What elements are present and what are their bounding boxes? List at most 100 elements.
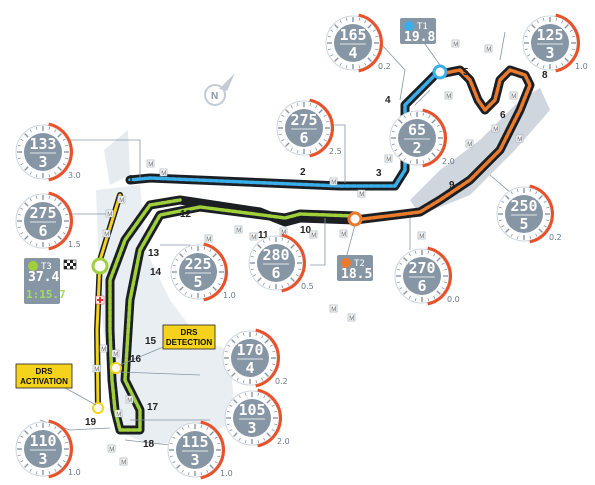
svg-text:M: M — [148, 162, 153, 168]
sector-value: 37.4 — [28, 270, 59, 285]
svg-text:M: M — [206, 237, 211, 243]
sector-3-icon — [28, 261, 38, 271]
gauge-gear: 6 — [271, 264, 280, 282]
sector-2-icon — [341, 258, 351, 268]
turn-number: 15 — [145, 336, 157, 347]
drs-activation-line1: DRS — [36, 367, 54, 376]
sector-3-path — [108, 198, 357, 432]
turn-number: 12 — [180, 209, 192, 220]
svg-text:M: M — [161, 171, 166, 177]
svg-text:M: M — [113, 352, 118, 358]
gauge-g-arc — [48, 122, 73, 182]
marshal-post-icon: M — [114, 409, 123, 418]
turn-number: 13 — [148, 248, 160, 259]
turn-number: 14 — [150, 267, 162, 278]
gauge-gear: 6 — [38, 222, 47, 240]
marshal-post-icon: M — [491, 124, 500, 133]
gauge-g-force: 1.0 — [575, 62, 588, 71]
svg-text:M: M — [453, 42, 458, 48]
gauge-g-arc — [309, 98, 334, 158]
marshal-post-icon: M — [515, 134, 524, 143]
turn-number: 4 — [385, 95, 391, 106]
drs-detection-bg — [162, 324, 216, 350]
sector-value: 19.8 — [404, 30, 435, 45]
gauge-gear: 4 — [245, 359, 254, 377]
marshal-post-icon: M — [484, 44, 493, 53]
turn-number: 1 — [128, 174, 134, 185]
compass-letter: N — [211, 91, 218, 102]
gauge-g-arc — [203, 242, 228, 302]
speed-gauges: 13333.027562.516540.26522.012531.025050.… — [15, 13, 588, 480]
gauge-g-force: 2.5 — [329, 147, 342, 156]
gauge-g-arc — [48, 419, 73, 479]
turn-number: 6 — [500, 110, 506, 121]
sector-3-marker — [91, 257, 109, 275]
gauge-gear: 3 — [190, 451, 199, 469]
medical-cross-icon — [95, 295, 105, 305]
leader-t1 — [70, 139, 141, 178]
marshal-post-icon: M — [509, 91, 518, 100]
gauge-g-arc — [427, 246, 452, 306]
svg-text:M: M — [486, 47, 491, 53]
sector-time-t3: T3 37.4 1:15.7 — [24, 258, 66, 304]
lap-time-value: 1:15.7 — [26, 288, 66, 301]
leader-t18 — [124, 439, 171, 446]
marshal-post-icon: M — [105, 209, 114, 218]
drs-activation-bg — [15, 363, 73, 389]
gauge-g-force: 1.0 — [220, 469, 233, 478]
gauge-g-force: 0.2 — [549, 233, 562, 242]
gauge-g-force: 0.5 — [301, 282, 314, 291]
gauge-g-arc — [200, 420, 225, 480]
gauge-speed: 133 — [29, 135, 56, 153]
gauge-g-arc — [422, 108, 447, 168]
svg-text:M: M — [121, 460, 126, 466]
turn-number: 11 — [258, 230, 269, 241]
turn-number: 10 — [300, 225, 312, 236]
turn-number: 18 — [143, 439, 155, 450]
gauge-face — [334, 24, 372, 62]
gauge-speed: 270 — [408, 259, 435, 277]
gauge-face — [398, 119, 436, 157]
marshal-post-icon: M — [92, 364, 101, 373]
north-land — [104, 130, 130, 185]
svg-text:M: M — [349, 316, 354, 322]
gauge-g-force: 1.0 — [223, 291, 236, 300]
gauge-gear: 6 — [299, 129, 308, 147]
marshal-posts: MMMMMMMMMMMMMMMMMMMMMMMMMMMMMMMM — [92, 39, 524, 466]
gauge-face — [24, 430, 62, 468]
marshal-post-icon: M — [339, 229, 348, 238]
svg-text:M: M — [101, 347, 106, 353]
gauge-g-arc — [358, 13, 383, 73]
drs-activation-point — [92, 402, 104, 414]
leader-t11 — [310, 218, 326, 266]
gauge-g-force: 0.2 — [275, 377, 288, 386]
gauge-speed: 105 — [238, 401, 265, 419]
marshal-post-icon: M — [384, 154, 393, 163]
marshal-post-icon: M — [309, 230, 318, 239]
svg-text:M: M — [104, 232, 109, 238]
svg-text:M: M — [116, 412, 121, 418]
marshal-post-icon: M — [159, 168, 168, 177]
gauge-face — [531, 24, 569, 62]
gauge-gear: 3 — [38, 153, 47, 171]
marshal-post-icon: M — [451, 39, 460, 48]
sector-1-icon — [404, 21, 414, 31]
drs-detection-point — [110, 362, 122, 374]
turn-number: 17 — [147, 402, 159, 413]
sector-time-t2: T2 18.5 — [337, 255, 373, 282]
gauge-g-arc — [48, 191, 73, 251]
marshal-post-icon: M — [204, 234, 213, 243]
leader-t5 — [414, 89, 431, 106]
marshal-post-icon: M — [107, 444, 116, 453]
gauge-speed: 125 — [536, 26, 563, 44]
gauge-gear: 5 — [519, 215, 528, 233]
marshal-post-icon: M — [329, 177, 338, 186]
compass-ring — [204, 84, 226, 106]
